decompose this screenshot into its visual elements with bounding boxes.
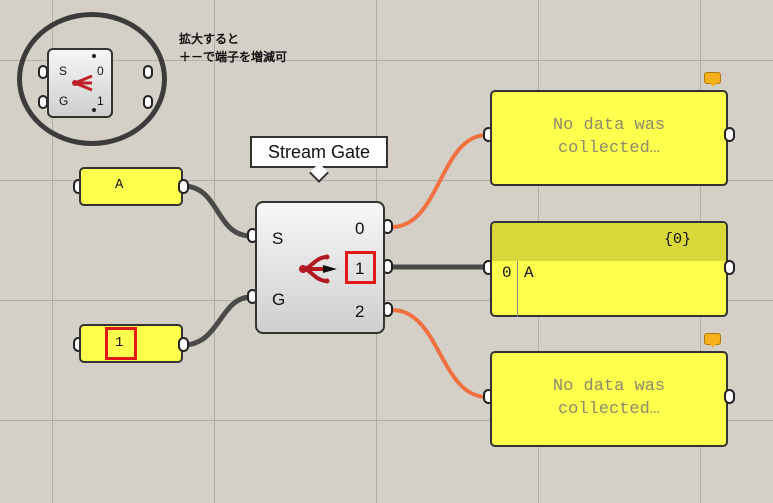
out-panel-1-divider [517,261,518,317]
out-panel-1-value: A [524,264,534,282]
warning-icon[interactable] [704,72,721,87]
input-label-g: G [272,290,286,309]
panel-a-value: A [115,177,124,193]
output-panel-1[interactable]: {0} 0 A [490,221,728,317]
highlight-box-output [345,251,376,284]
out-panel-2-line2: collected… [557,400,661,419]
panel-a-output-port[interactable] [178,179,189,194]
stream-gate-tooltip: Stream Gate [250,136,388,168]
wire-1-to-g [182,294,252,348]
mini-add-dot [92,54,96,58]
out-panel-1-path: {0} [664,231,692,248]
stream-gate-component[interactable]: S G 0 1 2 [255,201,385,334]
out-panel-2-output-port[interactable] [724,389,735,404]
output-label-1: 1 [355,259,365,278]
mini-input-label-g: G [59,94,69,108]
annotation-line2: ＋－で端子を増減可 [179,50,288,64]
mini-output-port-1 [143,95,153,109]
output-label-0: 0 [355,219,365,238]
input-label-s: S [272,229,284,248]
mini-output-label-0: 0 [97,64,104,78]
warning-icon[interactable] [704,333,721,348]
highlight-box-input [105,327,137,360]
input-panel-a[interactable]: A [79,167,183,206]
out-panel-0-line2: collected… [557,139,661,158]
zoomed-stream-gate-component: S G 0 1 [47,48,113,118]
out-panel-1-header [492,223,726,261]
mini-output-label-1: 1 [97,94,104,108]
output-label-2: 2 [355,302,365,321]
mini-output-port-0 [143,65,153,79]
mini-remove-dot [92,108,96,112]
wire-a-to-s [182,183,252,239]
panel-1-value: 1 [115,335,124,351]
stream-gate-icon [299,254,337,284]
wire-out2 [391,308,488,399]
out-panel-1-output-port[interactable] [724,260,735,275]
annotation-line1: 拡大すると [179,32,240,46]
output-panel-2[interactable]: No data was collected… [490,351,728,447]
out-panel-0-output-port[interactable] [724,127,735,142]
stream-gate-icon [72,74,93,92]
mini-input-label-s: S [59,64,68,78]
out-panel-2-line1: No data was [552,377,666,396]
output-panel-0[interactable]: No data was collected… [490,90,728,186]
out-panel-1-index: 0 [502,264,512,282]
wire-out0 [391,133,488,229]
panel-1-output-port[interactable] [178,337,189,352]
zoom-inset-circle [17,12,167,146]
out-panel-0-line1: No data was [552,116,666,135]
